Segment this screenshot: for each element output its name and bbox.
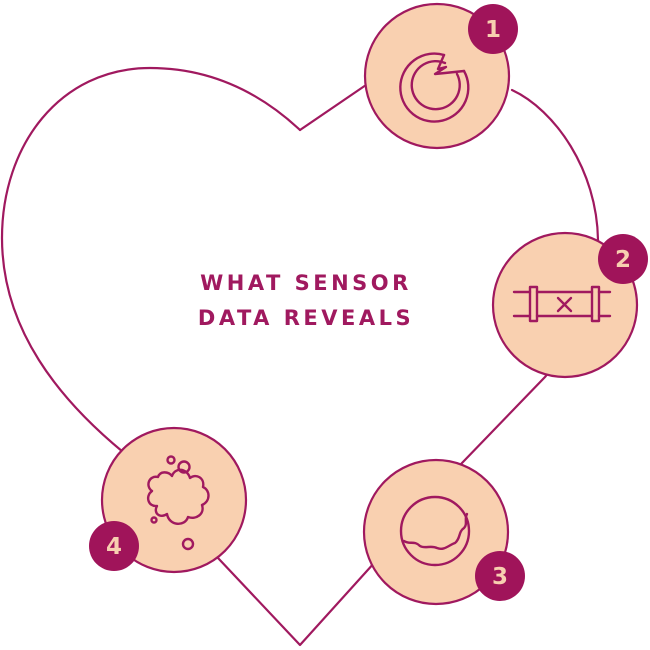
step-4-badge <box>89 521 139 571</box>
step-3: 3 <box>362 458 525 606</box>
broken-ring-icon <box>399 52 470 123</box>
heart-outline-top-right <box>298 83 368 132</box>
step-4: 4 <box>89 426 248 574</box>
blocked-pipe-icon <box>512 285 612 323</box>
diagram-title-line-1: WHAT SENSOR <box>200 271 412 295</box>
bubbles-icon <box>146 455 210 551</box>
step-1-number: 1 <box>485 17 501 43</box>
corroded-pipe-cross-section-icon <box>399 495 471 567</box>
step-3-number: 3 <box>492 564 508 590</box>
step-2-number: 2 <box>615 247 631 273</box>
step-3-circle <box>362 458 510 606</box>
step-2: 2 <box>491 231 648 379</box>
step-2-badge <box>598 234 648 284</box>
diagram-title-line-2: DATA REVEALS <box>197 306 415 330</box>
step-4-circle <box>100 426 248 574</box>
step-3-badge <box>475 551 525 601</box>
step-1: 1 <box>363 2 518 150</box>
step-1-badge <box>468 4 518 54</box>
step-4-number: 4 <box>106 534 122 560</box>
